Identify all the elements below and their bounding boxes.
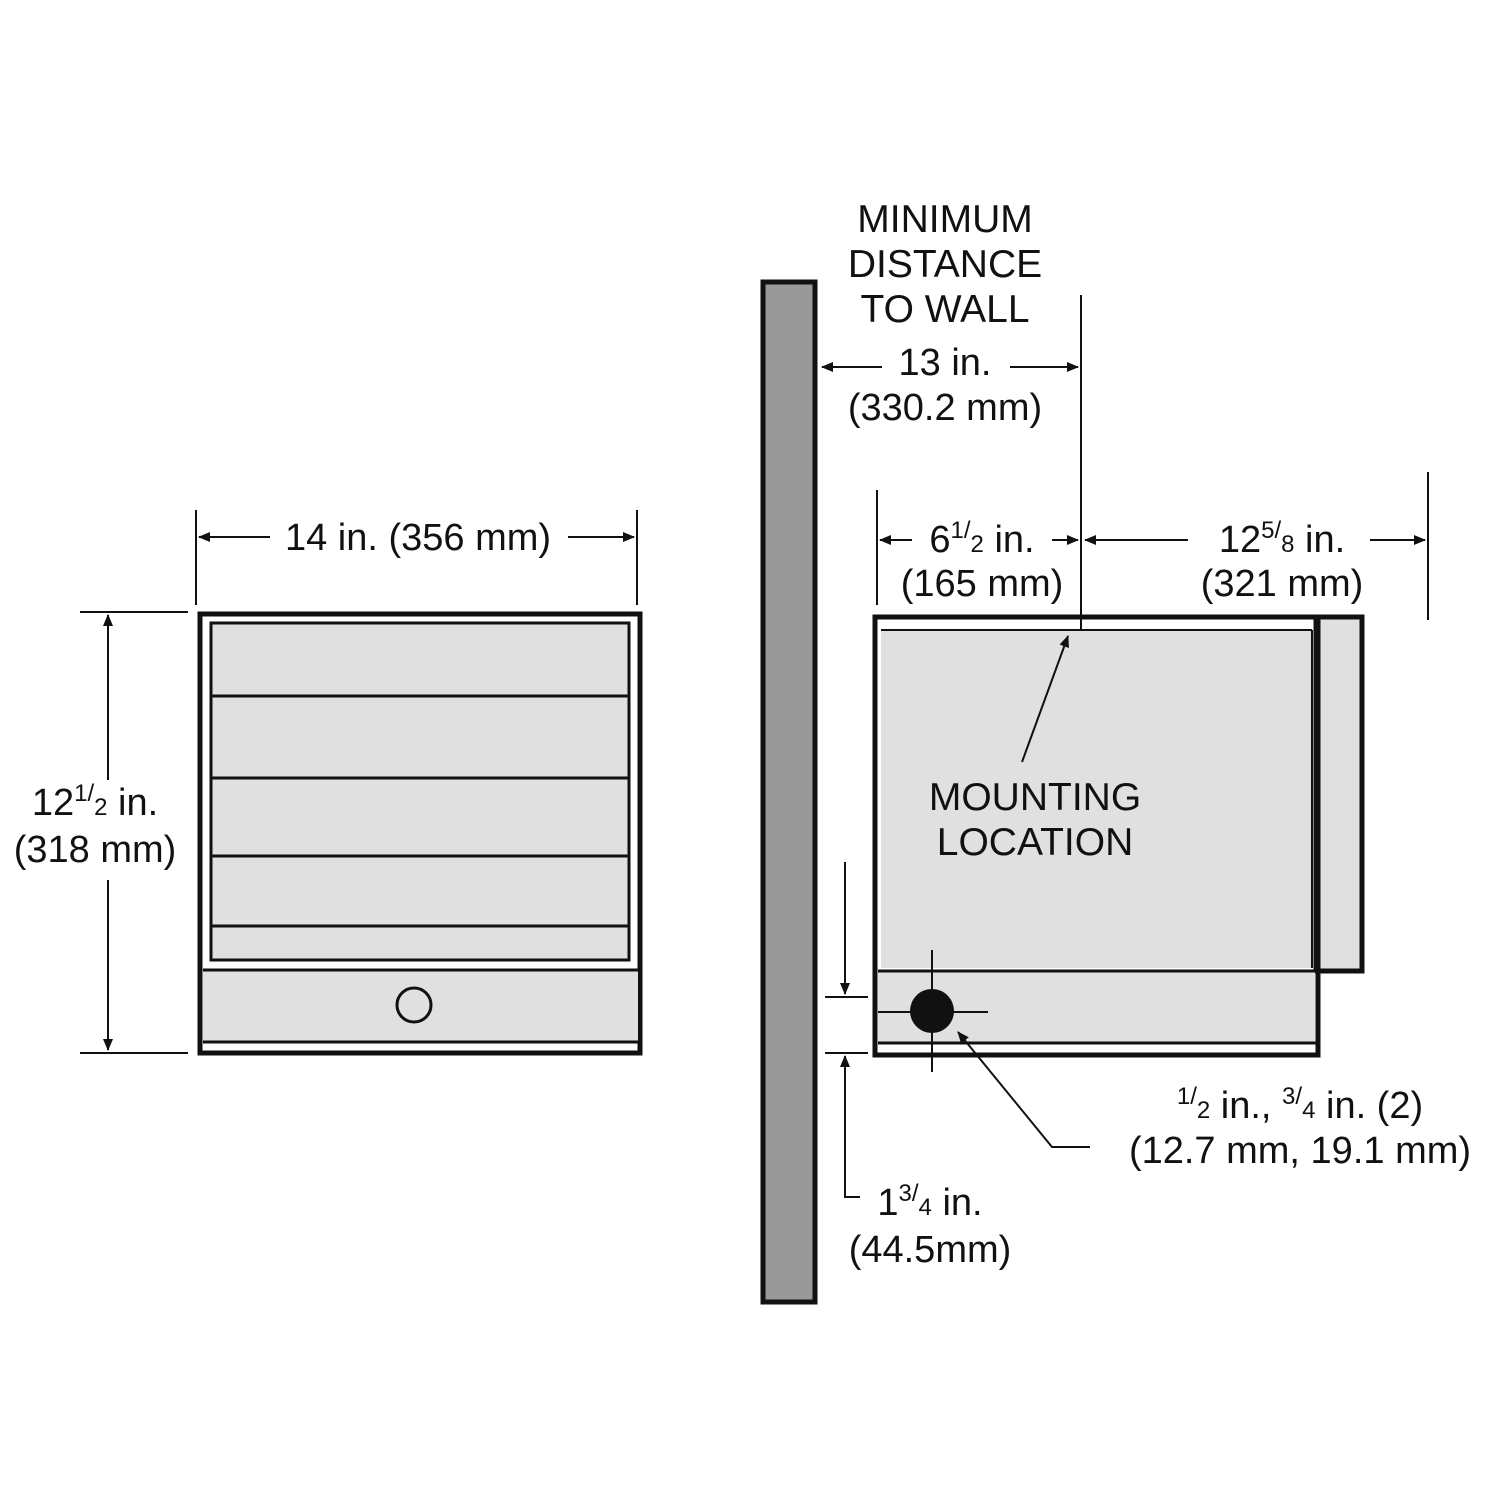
height-label: 121/2 in. bbox=[32, 780, 158, 824]
height-metric: (318 mm) bbox=[14, 829, 177, 871]
wall-distance-metric: (330.2 mm) bbox=[848, 387, 1042, 429]
louver-frame bbox=[209, 621, 631, 962]
front-housing bbox=[197, 611, 643, 1056]
depth-label: 125/8 in. bbox=[1219, 517, 1345, 561]
wall bbox=[760, 279, 818, 1305]
mount-offset-metric: (165 mm) bbox=[901, 563, 1064, 605]
wall-distance-label: 13 in. bbox=[899, 342, 992, 384]
knockout-metric: (12.7 mm, 19.1 mm) bbox=[1129, 1130, 1471, 1172]
mount-offset-label: 61/2 in. bbox=[929, 517, 1034, 561]
side-housing bbox=[872, 614, 1321, 1058]
bottom-offset-label: 13/4 in. bbox=[877, 1180, 982, 1224]
bottom-offset-metric: (44.5mm) bbox=[849, 1229, 1012, 1271]
rear-section bbox=[1313, 614, 1365, 974]
side-view: MINIMUM DISTANCE TO WALL 13 in. (330.2 m… bbox=[821, 198, 1471, 1271]
wall-note-line: TO WALL bbox=[860, 288, 1029, 331]
depth-metric: (321 mm) bbox=[1201, 563, 1364, 605]
wall-note-line: DISTANCE bbox=[848, 243, 1042, 286]
width-label: 14 in. (356 mm) bbox=[285, 517, 551, 559]
front-view: 14 in. (356 mm) 121/2 in. (318 mm) bbox=[14, 510, 643, 1056]
wall-note-line: MINIMUM bbox=[857, 198, 1032, 241]
knockout-leader bbox=[957, 1031, 1090, 1148]
knockout-hole-icon bbox=[910, 989, 954, 1033]
knob-icon bbox=[395, 986, 433, 1024]
bottom-panel bbox=[203, 970, 638, 1042]
mounting-arrow bbox=[1021, 635, 1069, 763]
knockout-label: 1/2 in., 3/4 in. (2) bbox=[1177, 1083, 1423, 1127]
side-panel bbox=[881, 630, 1312, 968]
mounting-label: MOUNTING bbox=[929, 776, 1141, 819]
mounting-label: LOCATION bbox=[937, 821, 1133, 864]
